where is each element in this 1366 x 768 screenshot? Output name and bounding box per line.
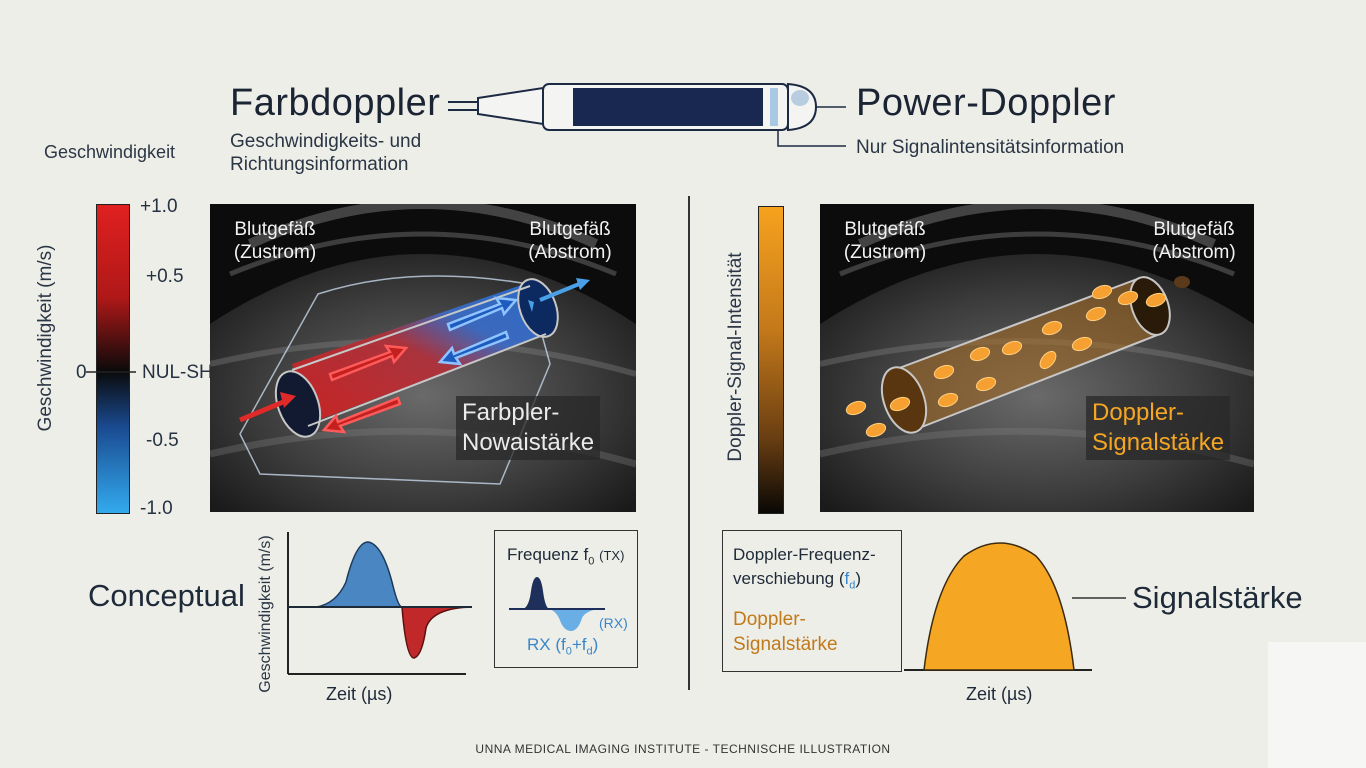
rx-label: (RX): [599, 615, 628, 631]
farbdoppler-subtitle-line-1: Geschwindigkeits- und: [230, 131, 422, 152]
power-intensity-axis-label: Doppler-Signal-Intensität: [725, 252, 746, 462]
farbdoppler-title: Farbdoppler: [230, 82, 441, 124]
pd-vessel-outflow-title: Blutgefäß: [1153, 219, 1235, 240]
pd-vessel-outflow-label: Blutgefäß (Abstrom): [1136, 218, 1252, 264]
color-doppler-ultrasound-image: Blutgefäß (Zustrom) Blutgefäß (Abstrom) …: [210, 204, 636, 512]
frequency-title-sub: 0: [588, 555, 595, 568]
tick-plus-05: +0.5: [146, 266, 184, 287]
vessel-outflow-title: Blutgefäß: [529, 219, 611, 240]
color-power-label-box: Farbpler- Nowaistärke: [456, 396, 601, 460]
signal-x-axis-label: Zeit (µs): [966, 684, 1033, 704]
doppler-strength-line-1: Doppler-: [733, 609, 806, 630]
tick-zero: 0: [76, 362, 87, 383]
doppler-shift-line-1: Doppler-Frequenz-: [733, 545, 876, 564]
signal-strength-waveform: [904, 542, 1092, 671]
doppler-strength-label-line-1: Doppler-: [1092, 399, 1185, 426]
waveform-x-axis-label: Zeit (µs): [326, 684, 393, 704]
frequency-box: Frequenz f0 (TX) (RX) RX (f0+fd): [494, 530, 638, 668]
power-doppler-ultrasound-image: Blutgefäß (Zustrom) Blutgefäß (Abstrom) …: [820, 204, 1254, 512]
doppler-strength-line-2: Signalstärke: [733, 634, 838, 655]
doppler-shift-line-2: verschiebung (fd): [733, 567, 876, 597]
vessel-outflow-sub: (Abstrom): [528, 242, 612, 263]
doppler-shift-symbol-sub: d: [849, 579, 856, 592]
power-doppler-subtitle: Nur Signalintensitätsinformation: [856, 137, 1125, 158]
doppler-strength-label-line-2: Signalstärke: [1092, 429, 1225, 456]
section-divider: [688, 196, 690, 690]
rx-formula-sub-2: d: [586, 645, 593, 658]
doppler-strength-text: Doppler- Signalstärke: [733, 607, 838, 657]
doppler-shift-line-2-end: ): [855, 569, 862, 588]
vessel-inflow-sub: (Zustrom): [233, 242, 317, 263]
ultrasound-probe-icon: [448, 82, 846, 147]
doppler-shift-text: Doppler-Frequenz- verschiebung (fd): [733, 543, 876, 597]
velocity-scale-title: Geschwindigkeit: [44, 142, 176, 162]
pd-vessel-inflow-title: Blutgefäß: [844, 219, 926, 240]
tick-minus-05: -0.5: [146, 430, 179, 451]
doppler-shift-line-2-pre: verschiebung (: [733, 569, 845, 588]
vessel-inflow-title: Blutgefäß: [234, 219, 316, 240]
signal-leader-line: [1072, 597, 1126, 599]
positive-velocity-lobe: [288, 541, 403, 608]
signal-strength-curve: [923, 542, 1075, 671]
frequency-title-text: Frequenz f: [507, 545, 589, 564]
rx-formula-sub-1: 0: [565, 645, 572, 658]
rx-formula-mid: +f: [571, 635, 587, 654]
doppler-shift-symbol: f: [844, 569, 850, 588]
conceptual-label: Conceptual: [88, 578, 245, 613]
pd-vessel-inflow-sub: (Zustrom): [843, 242, 927, 263]
pd-vessel-outflow-sub: (Abstrom): [1152, 242, 1236, 263]
color-power-label-line-1: Farbpler-: [462, 399, 560, 426]
frequency-title: Frequenz f0 (TX): [507, 545, 624, 567]
waveform-y-axis-label: Geschwindigkeit (m/s): [257, 535, 274, 693]
vessel-outflow-label: Blutgefäß (Abstrom): [510, 218, 630, 264]
power-doppler-title: Power-Doppler: [856, 82, 1116, 124]
doppler-strength-label-box: Doppler- Signalstärke: [1086, 396, 1231, 460]
velocity-waveform: [287, 532, 473, 675]
signal-strength-label: Signalstärke: [1132, 580, 1303, 615]
vessel-inflow-label: Blutgefäß (Zustrom): [220, 218, 330, 264]
negative-velocity-lobe: [401, 606, 473, 659]
farbdoppler-subtitle-line-2: Richtungsinformation: [230, 154, 409, 175]
zero-tick-line: [86, 371, 136, 373]
corner-panel: [1268, 642, 1366, 768]
tick-minus-1: -1.0: [140, 498, 173, 519]
velocity-color-bar: [96, 204, 130, 514]
color-power-label-line-2: Nowaistärke: [462, 429, 595, 456]
tick-plus-1: +1.0: [140, 196, 178, 217]
rx-formula: RX (f0+fd): [527, 635, 598, 657]
frequency-shift-waveform: [509, 577, 605, 631]
rx-formula-pre: RX (f: [527, 635, 566, 654]
doppler-shift-box: Doppler-Frequenz- verschiebung (fd) Dopp…: [722, 530, 902, 672]
velocity-axis-label: Geschwindigkeit (m/s): [35, 244, 56, 432]
footer-credit: UNNA MEDICAL IMAGING INSTITUTE - TECHNIS…: [475, 742, 891, 756]
farbdoppler-subtitle: Geschwindigkeits- und Richtungsinformati…: [230, 130, 421, 176]
rx-formula-end: ): [592, 635, 599, 654]
frequency-title-suffix: (TX): [599, 548, 625, 563]
power-intensity-bar: [758, 206, 784, 514]
pd-vessel-inflow-label: Blutgefäß (Zustrom): [830, 218, 940, 264]
